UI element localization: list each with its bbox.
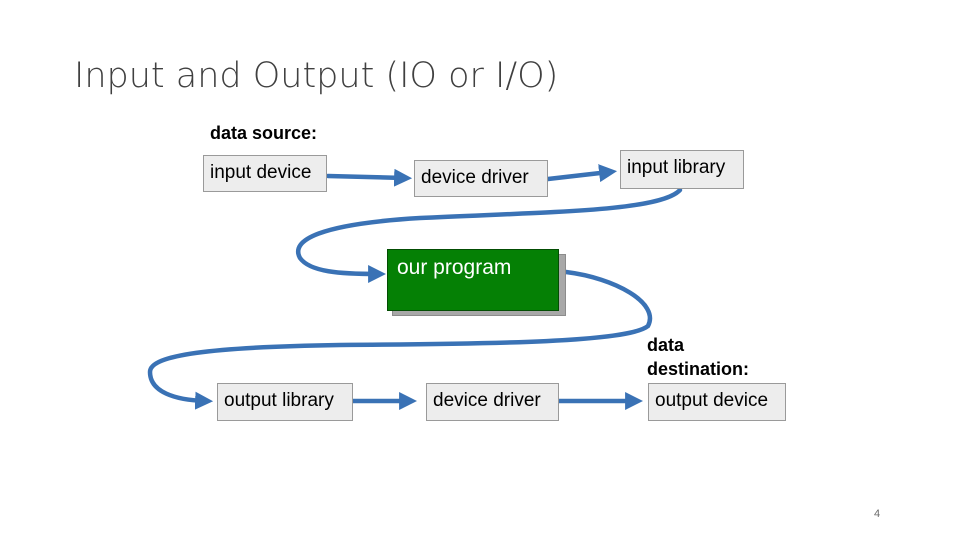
arrow-input-device-to-device-driver — [325, 168, 413, 187]
data-destination-label-line2: destination: — [647, 359, 749, 379]
arrow-our-program-to-output-library — [147, 269, 653, 410]
device-driver-top-box: device driver — [414, 160, 548, 197]
page-number: 4 — [874, 508, 881, 520]
our-program-box: our program — [387, 249, 559, 311]
device-driver-bottom-box: device driver — [426, 383, 559, 421]
arrow-input-library-to-our-program — [296, 187, 683, 283]
slide-title: Input and Output (IO or I/O) — [74, 56, 559, 96]
output-device-box: output device — [648, 383, 786, 421]
output-library-box: output library — [217, 383, 353, 421]
input-library-box: input library — [620, 150, 744, 189]
data-destination-label-line1: data — [647, 335, 685, 355]
arrow-device-driver-to-input-library — [545, 164, 618, 183]
input-device-box: input device — [203, 155, 327, 192]
data-source-label: data source: — [210, 123, 318, 143]
